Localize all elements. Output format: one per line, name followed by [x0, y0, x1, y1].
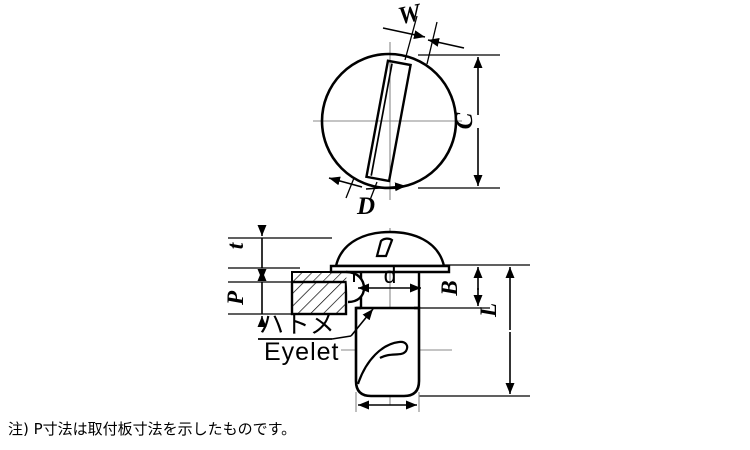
side-view: t P d — [223, 225, 530, 412]
dimension-label-P: P — [223, 290, 248, 306]
dimension-C: C — [451, 57, 483, 186]
head-slot-profile — [375, 237, 394, 258]
shank-body — [354, 306, 421, 398]
dimension-label-L: L — [476, 303, 501, 318]
side-extension-lines — [228, 237, 332, 315]
C-extension-lines — [418, 54, 500, 189]
dimension-W: W — [382, 0, 465, 49]
mounting-plate-section — [290, 280, 348, 316]
eyelet-callout-leader — [258, 308, 374, 340]
slot-outline — [365, 59, 412, 183]
BL-extension-lines — [419, 264, 530, 397]
dimension-B: B — [437, 267, 483, 306]
dimension-D: D — [328, 176, 407, 220]
bottom-extension-lines — [355, 392, 420, 412]
dimension-L: L — [476, 267, 515, 394]
dimension-label-B: B — [437, 280, 462, 296]
eyelet-thin-strip — [291, 271, 355, 283]
eyelet-label-jp: ハトメ — [259, 310, 335, 339]
dimension-t: t — [223, 225, 267, 281]
dimension-label-t: t — [223, 242, 248, 249]
dimension-label-D: D — [356, 193, 375, 220]
dimension-label-W: W — [396, 0, 425, 30]
dimension-P: P — [223, 269, 267, 327]
shank-internal-curve — [356, 340, 409, 385]
slot-extension-lines-bottom — [345, 177, 378, 201]
dimension-label-C: C — [451, 112, 478, 129]
dimension-label-d: d — [384, 262, 397, 288]
drawing-note: 注) P寸法は取付板寸法を示したものです。 — [8, 420, 297, 438]
eyelet-label-en: Eyelet — [264, 338, 339, 366]
dimension-d: d — [358, 262, 421, 293]
top-view: W D C — [313, 0, 500, 220]
dome-head — [329, 230, 451, 274]
head-brim — [329, 264, 451, 274]
